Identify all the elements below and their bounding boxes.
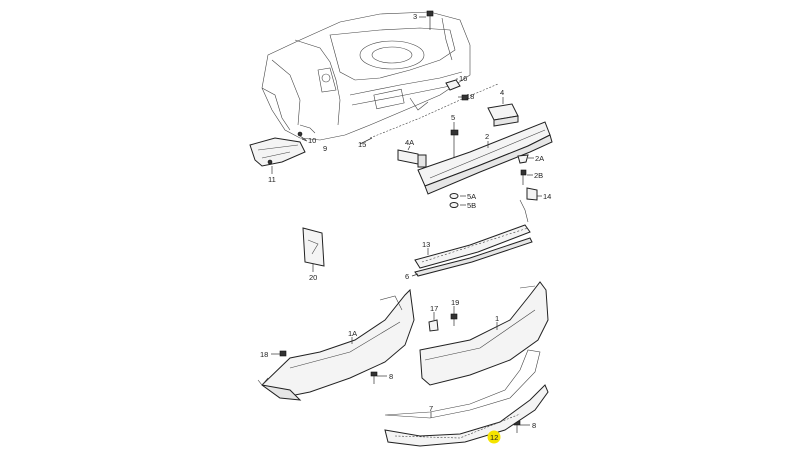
- callout-2a: 2A: [535, 154, 544, 163]
- part-5b-nut: [449, 202, 459, 208]
- part-14-bracket: [526, 187, 538, 201]
- callout-7: 7: [429, 404, 433, 413]
- callout-labels: 3 16 18 4 5 2 4A 10 9 15 11 2A 2B 5A 5B …: [260, 12, 551, 442]
- callout-18: 18: [466, 92, 474, 101]
- callout-1a: 1A: [348, 329, 357, 338]
- callout-5a: 5A: [467, 192, 476, 201]
- part-20-bracket: [302, 227, 325, 267]
- callout-8-right: 8: [532, 421, 536, 430]
- callout-6: 6: [405, 272, 409, 281]
- part-16-clip: [445, 79, 461, 91]
- callout-14: 14: [543, 192, 551, 201]
- part-13-guide: [414, 224, 531, 269]
- part-4a-deformation-element: [397, 149, 427, 168]
- part-18-screw-top: [461, 94, 469, 101]
- part-19-clip: [450, 313, 458, 326]
- part-3-bolt: [426, 10, 434, 30]
- callout-3: 3: [413, 12, 417, 21]
- part-12-highlight-marker: [487, 430, 501, 444]
- callout-5: 5: [451, 113, 455, 122]
- callout-8-left: 8: [389, 372, 393, 381]
- callout-4: 4: [500, 88, 504, 97]
- part-4-impact-absorber: [487, 103, 519, 127]
- callout-10: 10: [308, 136, 316, 145]
- part-18-screw-left: [279, 350, 287, 357]
- callout-12: 12: [490, 433, 498, 442]
- callout-4a: 4A: [405, 138, 414, 147]
- part-5-bolt: [450, 129, 459, 158]
- callout-15: 15: [358, 140, 366, 149]
- part-1-bumper-cover: [419, 281, 549, 386]
- callout-11: 11: [268, 175, 276, 184]
- part-2a-clip: [517, 154, 529, 164]
- part-17-clip: [428, 319, 439, 332]
- part-1a-bumper-cover: [257, 288, 415, 401]
- callout-1: 1: [495, 314, 499, 323]
- callout-20: 20: [309, 273, 317, 282]
- callout-17: 17: [430, 304, 438, 313]
- part-10-screw: [297, 131, 307, 141]
- part-7-trim-strip: [384, 349, 541, 419]
- callout-2: 2: [485, 132, 489, 141]
- callout-16: 16: [459, 74, 467, 83]
- callout-5b: 5B: [467, 201, 476, 210]
- part-8-screw-left: [370, 371, 378, 384]
- part-2b-clip: [520, 169, 527, 185]
- part-2-bumper-reinforcement: [417, 121, 553, 195]
- callout-19: 19: [451, 298, 459, 307]
- callout-2b: 2B: [534, 171, 543, 180]
- callout-13: 13: [422, 240, 430, 249]
- part-6-strip: [414, 199, 533, 277]
- part-5a-nut: [449, 193, 459, 199]
- car-body-rear-section: [261, 11, 471, 141]
- part-11-side-bracket: [249, 137, 306, 167]
- callout-18-lower: 18: [260, 350, 268, 359]
- callout-9: 9: [323, 144, 327, 153]
- leader-lines: [271, 16, 542, 440]
- part-12-lower-spoiler: [384, 384, 549, 447]
